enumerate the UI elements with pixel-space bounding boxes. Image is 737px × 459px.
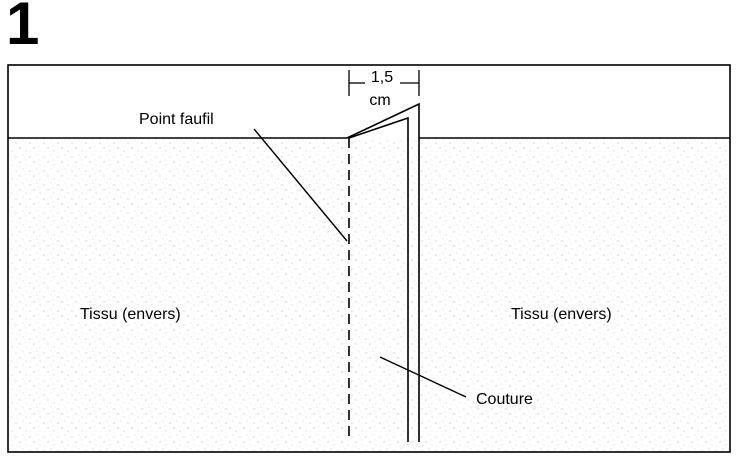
fabric-area (9, 138, 729, 451)
basting-stitch-label: Point faufil (139, 111, 214, 128)
seam-line (348, 116, 409, 442)
fabric-right-label: Tissu (envers) (511, 306, 612, 323)
seam-allowance-outline (346, 102, 420, 442)
basting-stitch-leader (253, 128, 348, 242)
seam-label: Couture (476, 391, 533, 408)
step-number: 1 (6, 0, 40, 57)
diagram-frame (7, 64, 731, 453)
measure-value: 1,5 (371, 69, 393, 86)
seam-leader (379, 356, 467, 398)
measure-unit: cm (369, 92, 390, 109)
fabric-left-label: Tissu (envers) (80, 306, 181, 323)
